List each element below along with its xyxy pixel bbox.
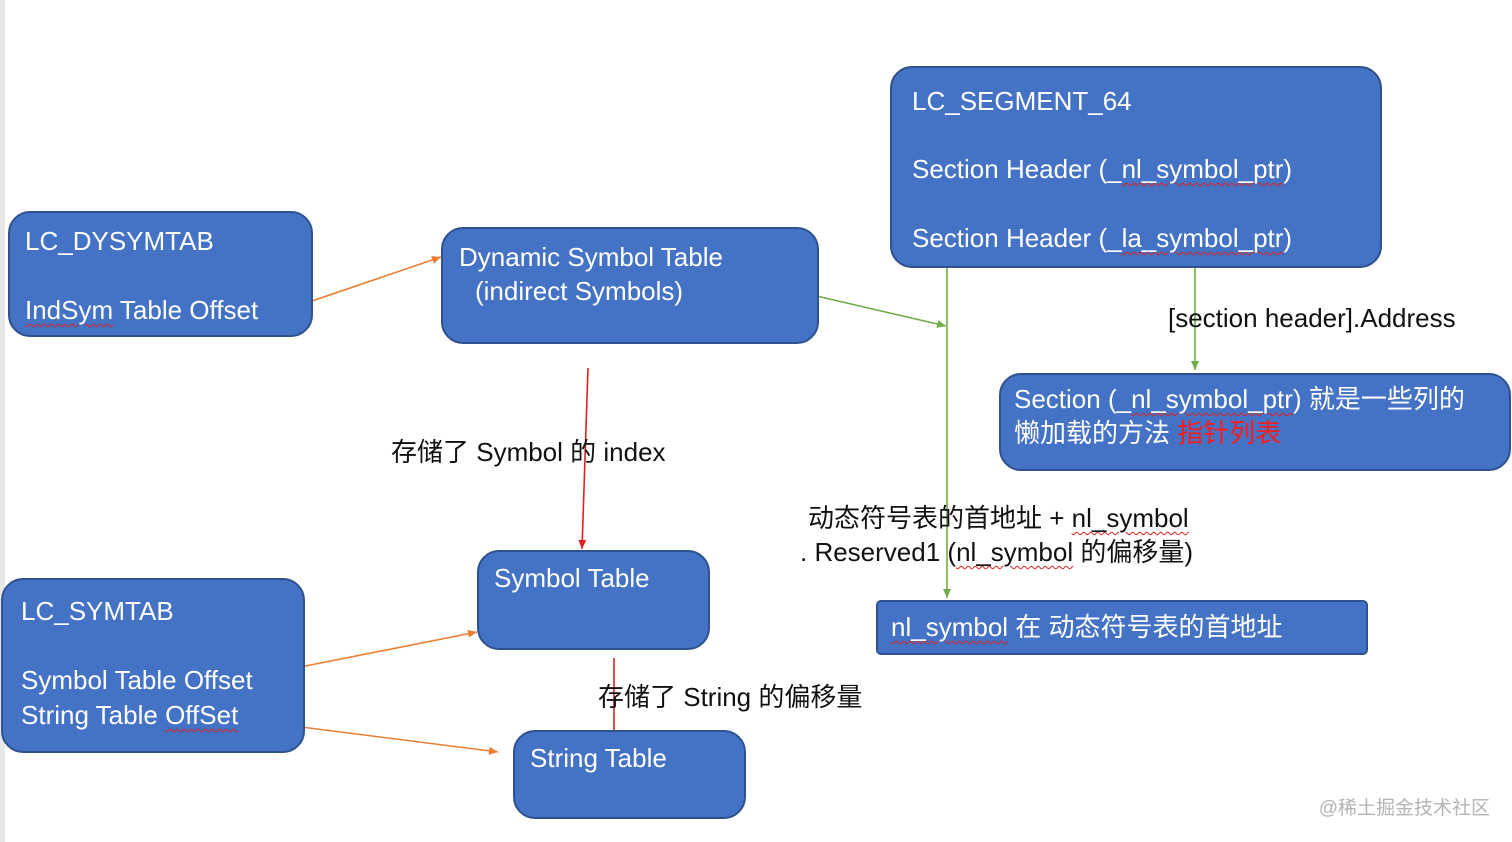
table-offset-text: Table Offset xyxy=(113,295,259,325)
lc-dysymtab-box: LC_DYSYMTAB IndSym Table Offset xyxy=(8,211,313,337)
lc-symtab-box: LC_SYMTAB Symbol Table Offset String Tab… xyxy=(1,578,305,753)
section-header-address-label: [section header].Address xyxy=(1168,303,1456,333)
indsym-table-offset: IndSym Table Offset xyxy=(25,294,258,328)
window-left-edge xyxy=(0,0,5,842)
nl-symbol-word: nl_symbol xyxy=(1071,503,1189,533)
dynamic-symbol-table-box: Dynamic Symbol Table (indirect Symbols) xyxy=(441,227,819,344)
symbol-table-title: Symbol Table xyxy=(494,563,650,593)
indirect-symbols-caption: (indirect Symbols) xyxy=(475,276,684,306)
indsym-word: IndSym xyxy=(25,295,114,325)
dynamic-table-address-label: 动态符号表的首地址 + nl_symbol xyxy=(808,498,1189,535)
lc-segment-64-box: LC_SEGMENT_64 Section Header (_nl_symbol… xyxy=(890,66,1382,268)
symbol-table-offset: Symbol Table Offset xyxy=(21,665,253,695)
pointer-list-highlight: 指针列表 xyxy=(1177,418,1282,448)
arrow-dynamic-table-to-green-line xyxy=(807,293,947,328)
nl-symbol-word: nl_symbol xyxy=(891,612,1009,642)
address-suffix: 在 动态符号表的首地址 xyxy=(1008,612,1283,642)
dynamic-symbol-table-title: Dynamic Symbol Table xyxy=(459,242,723,272)
la-symbol-ptr-word: la_symbol_ptr xyxy=(1121,223,1284,253)
lazy-load-pointer-list: 懒加载的方法 指针列表 xyxy=(1014,417,1281,451)
nl-symbol-word: nl_symbol xyxy=(956,537,1074,567)
nl-symbol-address-text: nl_symbol 在 动态符号表的首地址 xyxy=(891,611,1283,645)
offset-suffix: 的偏移量) xyxy=(1073,537,1194,567)
la-symbol-ptr-section-header: Section Header (_la_symbol_ptr) xyxy=(912,222,1292,256)
reserved1-offset-label: . Reserved1 (nl_symbol 的偏移量) xyxy=(800,532,1193,569)
nl-symbol-ptr-section-header: Section Header (_nl_symbol_ptr) xyxy=(912,153,1292,187)
lc-segment-64-title: LC_SEGMENT_64 xyxy=(912,86,1132,116)
nl-symbol-ptr-word: nl_symbol_ptr xyxy=(1131,384,1293,414)
reserved1-prefix: . Reserved1 ( xyxy=(800,537,957,567)
section-description-suffix: ) 就是一些列的 xyxy=(1292,384,1465,414)
nl-symbol-ptr-word: nl_symbol_ptr xyxy=(1121,154,1284,184)
offset-word: OffSet xyxy=(165,700,239,730)
stores-string-offset-label: 存储了 String 的偏移量 xyxy=(598,682,863,712)
symbol-table-box: Symbol Table xyxy=(477,550,710,650)
section-header-suffix: ) xyxy=(1283,223,1293,253)
section-header-suffix: ) xyxy=(1283,154,1293,184)
lc-symtab-title: LC_SYMTAB xyxy=(21,596,174,626)
stores-symbol-index-label: 存储了 Symbol 的 index xyxy=(391,437,666,467)
string-table-box: String Table xyxy=(513,730,746,819)
section-prefix: Section (_ xyxy=(1014,384,1132,414)
juejin-watermark: @稀土掘金技术社区 xyxy=(1318,798,1490,819)
nl-symbol-ptr-section-box: Section (_nl_symbol_ptr) 就是一些列的 懒加载的方法 指… xyxy=(999,373,1511,471)
string-table-offset: String Table OffSet xyxy=(21,699,238,733)
string-table-prefix: String Table xyxy=(21,700,166,730)
address-formula-prefix: 动态符号表的首地址 + xyxy=(808,503,1072,533)
section-header-prefix: Section Header (_ xyxy=(912,223,1122,253)
section-header-prefix: Section Header (_ xyxy=(912,154,1122,184)
string-table-title: String Table xyxy=(530,743,667,773)
lazy-load-text: 懒加载的方法 xyxy=(1014,418,1178,448)
lc-dysymtab-title: LC_DYSYMTAB xyxy=(25,226,214,256)
nl-symbol-address-box: nl_symbol 在 动态符号表的首地址 xyxy=(876,600,1368,655)
section-nl-description: Section (_nl_symbol_ptr) 就是一些列的 xyxy=(1014,383,1465,417)
